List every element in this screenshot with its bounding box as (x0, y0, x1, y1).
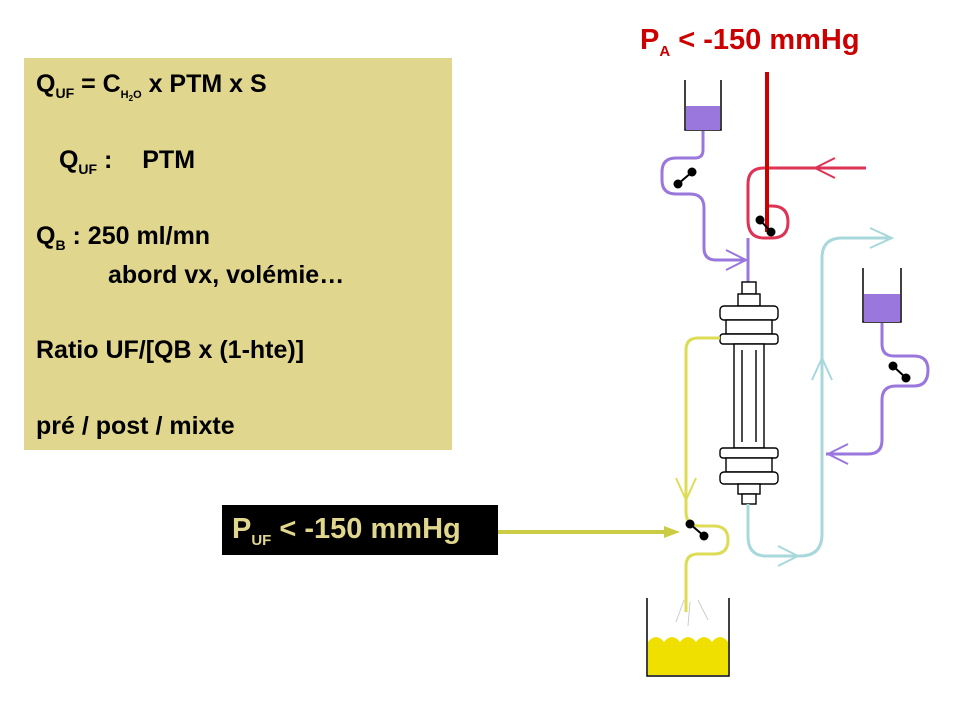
formula-box: QUF = CH2O x PTM x S QUF : PTM QB : 250 … (24, 58, 452, 450)
substitution-bag-right (862, 268, 902, 323)
arterial-pressure-label: PA < -150 mmHg (640, 24, 860, 60)
pump-icon (685, 519, 709, 541)
pump-icon (888, 361, 911, 383)
arrow-icon (869, 227, 895, 249)
formula-line-5: Ratio UF/[QB x (1-hte)] (36, 336, 305, 364)
arrow-icon (725, 249, 749, 271)
arrow-icon (664, 526, 680, 538)
substitution-line-post (826, 323, 930, 456)
venous-return-line (746, 236, 892, 558)
formula-line-1: QUF = CH2O x PTM x S (36, 70, 267, 103)
formula-line-3: QB : 250 ml/mn (36, 222, 211, 253)
substitution-line-pre (660, 131, 746, 262)
arrow-icon (675, 477, 697, 503)
blood-inlet-line (746, 166, 866, 240)
substitution-bag-left (684, 80, 722, 131)
arrow-icon (811, 355, 833, 381)
arrow-icon (812, 157, 836, 179)
formula-line-4: abord vx, volémie… (108, 261, 345, 289)
arrow-icon (777, 545, 801, 567)
hemofilter-icon (719, 281, 779, 505)
formula-line-6: pré / post / mixte (36, 412, 235, 440)
ultrafiltrate-line (684, 336, 730, 612)
formula-line-2: QUF : PTM (52, 146, 196, 177)
arrow-icon (825, 443, 849, 465)
uf-pressure-box: PUF < -150 mmHg (222, 505, 498, 555)
pump-icon (673, 167, 697, 189)
pump-icon (755, 215, 776, 237)
uf-pressure-label: PUF < -150 mmHg (232, 513, 461, 549)
collection-container-icon (646, 598, 730, 677)
